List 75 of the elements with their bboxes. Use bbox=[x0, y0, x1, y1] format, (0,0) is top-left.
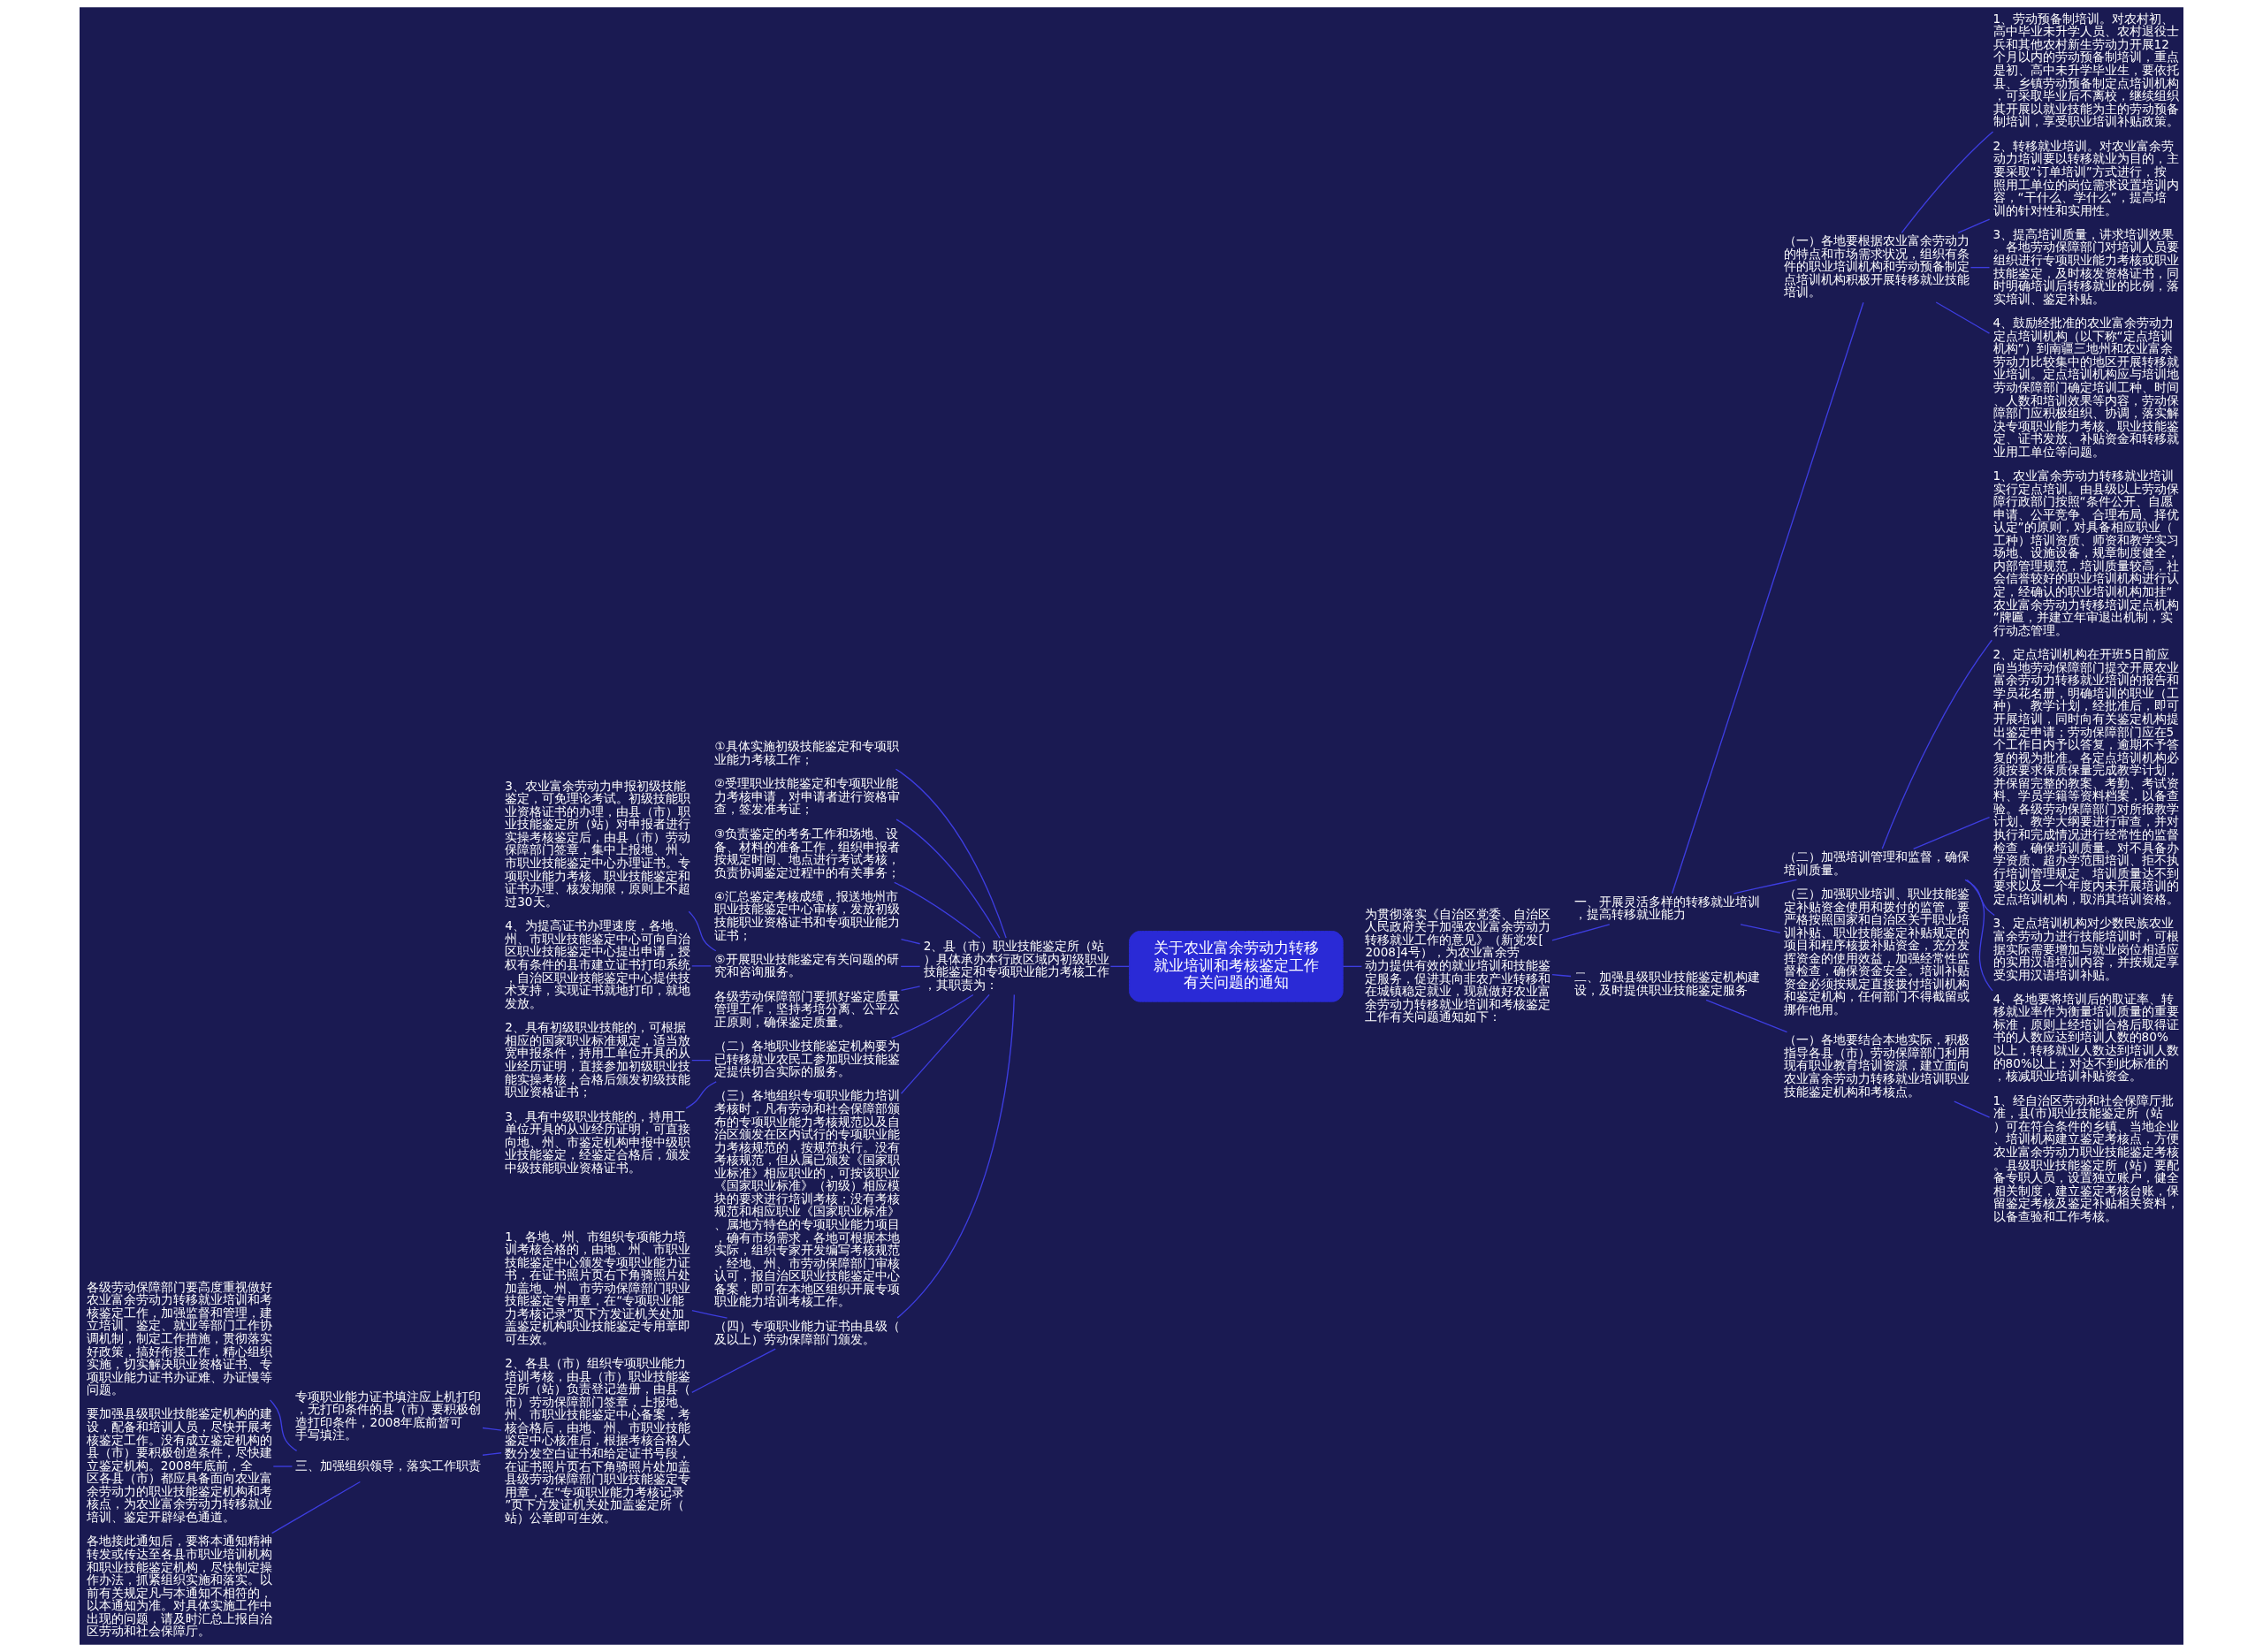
connector bbox=[1109, 965, 1131, 968]
node-text: 4、鼓励经批准的农业富余劳动力定点培训机构（以下称“定点培训机构”）到南疆三地州和农业富余劳动力比较集中的地区开展转移就业培训。定点培训机构应与培训地劳动保障部门确定培训工种、时间、人数和培训效果等内容，劳动保障部门应积极组织、协调，落实解决专项职业能力考核、职业技能鉴定、证书发放、补贴资金和转移就业用工单位等问题。 bbox=[1993, 316, 2179, 459]
connector bbox=[1342, 965, 1363, 968]
connector bbox=[1966, 879, 1993, 992]
node-text: 2、具有初级职业技能的，可根据相应的国家职业标准规定，适当放宽申报条件，持用工单位开具的从业经历证明，直接参加初级职业技能实操考核，合格后颁发初级技能职业资格证书； bbox=[505, 1020, 691, 1100]
connector bbox=[482, 1427, 502, 1431]
node-text: 专项职业能力证书填注应上机打印，无打印条件的县（市）要积极创造打印条件，2008年底前暂可手写填注。 bbox=[295, 1389, 482, 1443]
node-text: （三）加强职业培训、职业技能鉴定补贴资金使用和拨付的监管，要严格按照国家和自治区关于职业培训补贴、职业技能鉴定补贴规定的项目和程序核拨补贴资金，充分发挥资金的使用效益，加强经常性监督检查，确保资金安全。培训补贴资金必须按规定直接拨付培训机构和鉴定机构，任何部门不得截留或挪作他用。 bbox=[1783, 886, 1970, 1016]
connector bbox=[900, 939, 921, 945]
connector bbox=[900, 965, 921, 968]
node-text: 二、加强县级职业技能鉴定机构建设，及时提供职业技能鉴定服务 bbox=[1574, 970, 1761, 997]
node-text: 一、开展灵活多样的转移就业培训，提高转移就业能力 bbox=[1574, 894, 1761, 922]
node-text: 1、农业富余劳动力转移就业培训实行定点培训。由县级以上劳动保障行政部门按照“条件公开、自愿申请、公平竞争、合理布局、择优认定”的原则，对具备相应职业（工种）培训资质、师资和教学实习场地、设施设备，规章制度健全，内部管理规范，培训质量较高，社会信誉较好的职业培训机构进行认定，经确认的职业培训机构加挂“农业富余劳动力转移培训定点机构”牌匾，并建立年审退出机制，实行动态管理。 bbox=[1993, 468, 2179, 637]
connector bbox=[895, 818, 1001, 939]
connector bbox=[1740, 924, 1781, 933]
connector bbox=[685, 1081, 717, 1109]
node-text: （二）加强培训管理和监督，确保培训质量。 bbox=[1783, 849, 1970, 877]
node-text: 各级劳动保障部门要抓好鉴定质量管理工作，坚持考培分离、公平公正原则，确保鉴定质量。 bbox=[713, 988, 900, 1029]
node-text: ④汇总鉴定考核成绩，报送地州市职业技能鉴定中心审核，发放初级技能职业资格证书和专项职业能力证书； bbox=[713, 888, 900, 942]
connector bbox=[691, 1310, 728, 1319]
node-text: （四）专项职业能力证书由县级（及以上）劳动保障部门颁发。 bbox=[713, 1318, 900, 1346]
node-text: 3、提高培训质量，讲求培训效果。各地劳动保障部门对培训人员要组织进行专项职业能力考核或职业技能鉴定，及时核发资格证书，同时明确培训后转移就业的比例，落实培训、鉴定补贴。 bbox=[1993, 226, 2179, 306]
node-text: ⑤开展职业技能鉴定有关问题的研究和咨询服务。 bbox=[714, 951, 899, 979]
node-text: 2、转移就业培训。对农业富余劳动力培训要以转移就业为目的，主要采取“订单培训”方式进行，按照用工单位的岗位需求设置培训内容，“干什么、学什么”，提高培训的针对性和实用性。 bbox=[1993, 138, 2179, 217]
node-text: ②受理职业技能鉴定和专项职业能力考核申请，对申请者进行资格审查，签发准考证； bbox=[713, 776, 900, 817]
connector bbox=[1671, 301, 1864, 895]
connector bbox=[1705, 999, 1788, 1033]
connector bbox=[691, 1348, 776, 1393]
node-text: 1、经自治区劳动和社会保障厅批准，县(市)职业技能鉴定所（站）可在符合条件的乡镇、当地企业、培训机构建立鉴定考核点，方便农业富余劳动力职业技能鉴定考核。县级职业技能鉴定所（站）要配备专职人员，设置独立账户，健全相关制度，建立鉴定考核台账，保留鉴定考核及鉴定补贴相关资料，以备查验和工作考核。 bbox=[1993, 1092, 2179, 1223]
node-text: 2、定点培训机构在开班5日前应向当地劳动保障部门提交开展农业富余劳动力转移就业培训的报告和学员花名册，明确培训的职业（工种）、教学计划，经批准后，即可开展培训，同时向有关鉴定机构提出鉴定申请；劳动保障部门应在5个工作日内予以答复，逾期不予答复的视为批准。各定点培训机构必须按要求保质保量完成教学计划，并保留完整的教案、考勤、考试资料、学员学籍等资料档案，以备查验。各级劳动保障部门对所报教学计划、教学大纲要进行审查，并对执行和完成情况进行经常性的监督检查，确保培训质量。对不具备办学资质、超办学范围培训、拒不执行培训管理规定、培训质量达不到要求以及一个年度内未开展培训的定点培训机构，取消其培训资格。 bbox=[1993, 647, 2179, 906]
node-text: 各级劳动保障部门要高度重视做好农业富余劳动力转移就业培训和考核鉴定工作，加强监督和管理，建立培训、鉴定、就业等部门工作协调机制，制定工作措施，贯彻落实好政策，搞好衔接工作，精心组织实施，切实解决职业资格证书、专项职业能力证书办证难、办证慢等问题。 bbox=[86, 1279, 272, 1397]
connector bbox=[691, 1059, 712, 1062]
connector bbox=[691, 965, 712, 967]
connector bbox=[1954, 1100, 1991, 1118]
connector bbox=[1912, 816, 1991, 850]
connector bbox=[1881, 639, 1993, 850]
node-text: 4、为提高证书办理速度，各地、州、市职业技能鉴定中心可向自治区职业技能鉴定中心提出申请，授权有条件的县市建立证书打印系统，自治区职业技能鉴定中心提供技术支持，实现证书就地打印，就地发放。 bbox=[505, 918, 691, 1010]
connector bbox=[482, 1452, 502, 1456]
connector bbox=[900, 993, 990, 1094]
connector bbox=[1551, 924, 1611, 941]
node-text: 3、具有中级职业技能的，持用工单位开具的从业经历证明，可直接向地、州、市鉴定机构申报中级职业技能鉴定，经鉴定合格后，颁发中级技能职业资格证书。 bbox=[505, 1108, 691, 1175]
node-text: 为贯彻落实《自治区党委、自治区人民政府关于加强农业富余劳动力转移就业工作的意见》（新党发[2008]4号），为农业富余劳动力提供有效的就业培训和技能鉴定服务，促进其向非农产业转移和在城镇稳定就业，现就做好农业富余劳动力转移就业培训和考核鉴定工作有关问题通知如下： bbox=[1365, 906, 1551, 1024]
connector bbox=[900, 986, 921, 992]
node-text: ③负责鉴定的考务工作和场地、设备、材料的准备工作，组织申报者按规定时间、地点进行考试考核，负责协调鉴定过程中的有关事务； bbox=[713, 826, 900, 879]
node-text: （一）各地要结合本地实际，积极指导各县（市）劳动保障部门利用现有职业教育培训资源，建立面向农业富余劳动力转移就业培训职业技能鉴定机构和考核点。 bbox=[1783, 1032, 1970, 1099]
connector bbox=[895, 768, 1007, 939]
node-text: 各地接此通知后，要将本通知精神转发或传达至各县市职业培训机构和职业技能鉴定机构，尽快制定操作办法，抓紧组织实施和落实。以前有关规定凡与本通知不相符的，以本通知为准。对具体实施工作中出现的问题，请及时汇总上报自治区劳动和社会保障厅。 bbox=[86, 1534, 272, 1639]
node-text: （二）各地职业技能鉴定机构要为已转移就业农民工参加职业技能鉴定提供切合实际的服务。 bbox=[713, 1039, 900, 1079]
connector bbox=[269, 1399, 298, 1452]
connector bbox=[270, 1481, 362, 1534]
connector bbox=[896, 993, 1016, 1319]
connector bbox=[1970, 266, 1991, 269]
node-text: （三）各地组织专项职业能力培训考核时，凡有劳动和社会保障部颁布的专项职业能力考核规范以及自治区颁发在区内试行的专项职业能力考核规范的，按规范执行。没有考核规范，但从属已颁发《国家职业标准》相应职业的，可按该职业《国家职业标准》（初级）相应模块的要求进行培训考核；没有考核规范和相应职业《国家职业标准》、属地方特色的专项职业能力项目，确有市场需求，各地可根据本地实际，组织专家开发编写考核规范，经地、州、市劳动保障部门审核认可，报自治区职业技能鉴定中心备案，即可在本地区组织开展专项职业能力培训考核工作。 bbox=[713, 1088, 900, 1309]
connector bbox=[1733, 879, 1798, 895]
node-box: 关于农业富余劳动力转移就业培训和考核鉴定工作有关问题的通知 bbox=[1129, 931, 1344, 1002]
connector bbox=[1935, 301, 1991, 334]
connector bbox=[688, 910, 717, 952]
connector bbox=[1901, 131, 1994, 233]
node-text: 3、定点培训机构对少数民族农业富余劳动力进行技能培训时，可根据实际需要增加与就业岗位相适应的实用汉语培训内容，并按规定享受实用汉语培训补贴。 bbox=[1993, 916, 2179, 982]
connector bbox=[894, 881, 981, 939]
node-text: （一）各地要根据农业富余劳动力的特点和市场需求状况，组织有条件的职业培训机构和劳动预备制定点培训机构积极开展转移就业技能培训。 bbox=[1783, 233, 1970, 300]
node-text: 1、劳动预备制培训。对农村初、高中毕业未升学人员、农村退役士兵和其他农村新生劳动力开展12个月以内的劳动预备制培训，重点是初、高中未升学毕业生，要依托县、乡镇劳动预备制定点培训机构，可采取毕业后不离校，继续组织其开展以就业技能为主的劳动预备制培训，享受职业培训补贴政策。 bbox=[1993, 11, 2179, 129]
node-text: 4、各地要将培训后的取证率、转移就业率作为衡量培训质量的重要标准，原则上经培训合格后取得证书的人数应达到培训人数的80%以上，转移就业人数达到培训人数的80%以上；对达不到此标准的，核减职业培训补贴资金。 bbox=[1993, 991, 2179, 1084]
connector bbox=[1551, 973, 1572, 978]
node-text: ①具体实施初级技能鉴定和专项职业能力考核工作； bbox=[714, 739, 899, 766]
node-text: 1、各地、州、市组织专项能力培训考核合格的，由地、州、市职业技能鉴定中心颁发专项职业能力证书，在证书照片页右下角骑照片处加盖地、州、市劳动保障部门职业技能鉴定专用章，在“专项职业能力考核记录”页下方发证机关处加盖鉴定机构职业技能鉴定专用章即可生效。 bbox=[505, 1229, 691, 1346]
connector bbox=[1964, 879, 1995, 917]
node-text: 2、县（市）职业技能鉴定所（站）具体承办本行政区域内初级职业技能鉴定和专项职业能力考核工作，其职责为： bbox=[923, 939, 1109, 992]
connector bbox=[1957, 218, 1991, 233]
node-text: 要加强县级职业技能鉴定机构的建设，配备和培训人员，尽快开展考核鉴定工作。没有成立鉴定机构的县（市）要积极创造条件，尽快建立鉴定机构。2008年底前，全区各县（市）都应具备面向农业富余劳动力的职业技能鉴定机构和考核点，为农业富余劳动力转移就业培训、鉴定开辟绿色通道。 bbox=[86, 1406, 272, 1524]
node-text: 3、农业富余劳动力申报初级技能鉴定，可免理论考试。初级技能职业资格证书的办理，由县（市）职业技能鉴定所（站）对申报者进行实操考核鉴定后，由县（市）劳动保障部门签章，集中上报地、州、市职业技能鉴定中心办理证书。专项职业能力考核、职业技能鉴定和证书办理、核发期限，原则上不超过30天。 bbox=[505, 778, 691, 909]
node-text: 2、各县（市）组织专项职业能力培训考核，由县（市）职业技能鉴定所（站）负责登记造册，由县（市）劳动保障部门签章，上报地、州、市职业技能鉴定中心备案，考核合格后，由地、州、市职业技能鉴定中心核准后，根据考核合格人数分发空白证书和给定证书号段，在证书照片页右下角骑照片处加盖县级劳动保障部门职业技能鉴定专用章，在“专项职业能力考核记录”页下方发证机关处加盖鉴定所（站）公章即可生效。 bbox=[505, 1356, 691, 1525]
connector bbox=[890, 993, 974, 1039]
node-text: 三、加强组织领导，落实工作职责 bbox=[295, 1458, 482, 1473]
connector bbox=[272, 1465, 293, 1467]
